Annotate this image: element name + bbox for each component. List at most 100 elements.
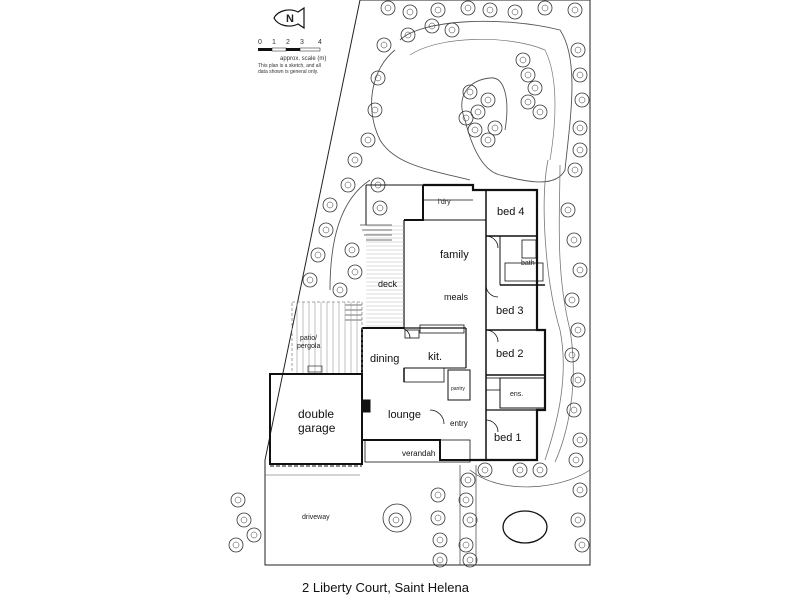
deck-area [366,225,404,328]
tree-icon [515,52,531,68]
tree-icon [430,487,446,503]
tree-icon-center [576,436,584,444]
compass-letter: N [286,13,294,25]
tree-icon [572,142,588,158]
tree-icon [458,492,474,508]
room-bath: bath [521,260,535,267]
tree-icon-center [428,22,436,30]
tree-icon [310,247,326,263]
tree-icon-center [568,351,576,359]
tree-icon-center [344,181,352,189]
tree-icon-center [348,246,356,254]
tree-icon-center [516,466,524,474]
scale-note-1: This plan is a sketch, and all [258,63,321,69]
tree-icon-center [481,466,489,474]
tree-icon-center [578,96,586,104]
scale-tick-4: 4 [318,39,322,46]
tree-icon-center [448,26,456,34]
tree-icon [347,152,363,168]
front-garden-bed [469,469,591,488]
tree-icon-center [250,531,258,539]
bbq [307,365,323,373]
room-bed3: bed 3 [496,305,524,317]
room-ens: ens. [510,391,523,398]
tree-icon [230,492,246,508]
large-tree-icon [382,503,412,533]
tree-icon-center [524,71,532,79]
patio-pergola [291,301,363,375]
tree-icon-center [306,276,314,284]
tree-icon-center [336,286,344,294]
compass: N [273,6,305,30]
room-patio: patio/ [300,335,317,342]
garden-path [329,20,573,291]
tree-icon-center [576,146,584,154]
tree-icon-center [570,236,578,244]
tree-icon-center [436,556,444,564]
tree-icon-center [462,541,470,549]
tree-icon-center [486,6,494,14]
tree-icon [480,132,496,148]
tree-icon [462,552,478,568]
tree-icon [570,512,586,528]
tree-icon [372,200,388,216]
tree-icon [520,94,536,110]
scale-bar: 0 1 2 3 4 approx. scale (m) This plan is… [258,39,326,75]
tree-icon [527,80,543,96]
room-double: double [298,407,334,421]
room-bed4: bed 4 [497,206,525,218]
tree-icon-center [570,406,578,414]
tree-icon [332,282,348,298]
tree-icon-center [434,6,442,14]
tree-icon-center [466,516,474,524]
room-pergola: pergola [297,343,320,350]
tree-icon [460,472,476,488]
tree-icon [568,452,584,468]
tree-icon-center [464,476,472,484]
tree-icon [477,462,493,478]
tree-icon [400,27,416,43]
tree-icon [567,2,583,18]
room-dining: dining [370,353,399,365]
tree-icon [574,537,590,553]
tree-icon [572,482,588,498]
tree-icon [380,0,396,16]
tree-icon-center [406,8,414,16]
tree-icon-center [491,124,499,132]
room-laundry: l'dry [438,199,451,206]
oval-feature [502,510,548,544]
tree-icon-center [511,8,519,16]
scale-note-2: data shown is general only. [258,69,318,75]
scale-tick-2: 2 [286,39,290,46]
tree-icon-center [484,96,492,104]
scale-tick-0: 0 [258,39,262,46]
tree-icon [520,67,536,83]
double-garage-outline [269,373,363,465]
tree-icon-center [240,516,248,524]
tree-icon-center [380,41,388,49]
room-meals: meals [444,292,469,302]
tree-icon [246,527,262,543]
room-lounge: lounge [388,409,421,421]
room-bed1: bed 1 [494,432,522,444]
tree-icon [566,402,582,418]
tree-icon-center [234,496,242,504]
tree-icon [512,462,528,478]
tree-icon-center [576,266,584,274]
tree-icon [402,4,418,20]
property-boundary [264,0,591,566]
tree-icon [367,102,383,118]
side-path [543,159,564,461]
tree-icon [236,512,252,528]
tree-icon [444,22,460,38]
tree-icon-center [574,516,582,524]
tree-icon [570,322,586,338]
tree-icon-center [322,226,330,234]
tree-icon-center [314,251,322,259]
tree-icon [572,262,588,278]
tree-icon-center [564,206,572,214]
tree-icon-center [371,106,379,114]
room-deck: deck [378,279,398,289]
tree-icon-center [374,74,382,82]
room-verandah: verandah [402,449,435,458]
